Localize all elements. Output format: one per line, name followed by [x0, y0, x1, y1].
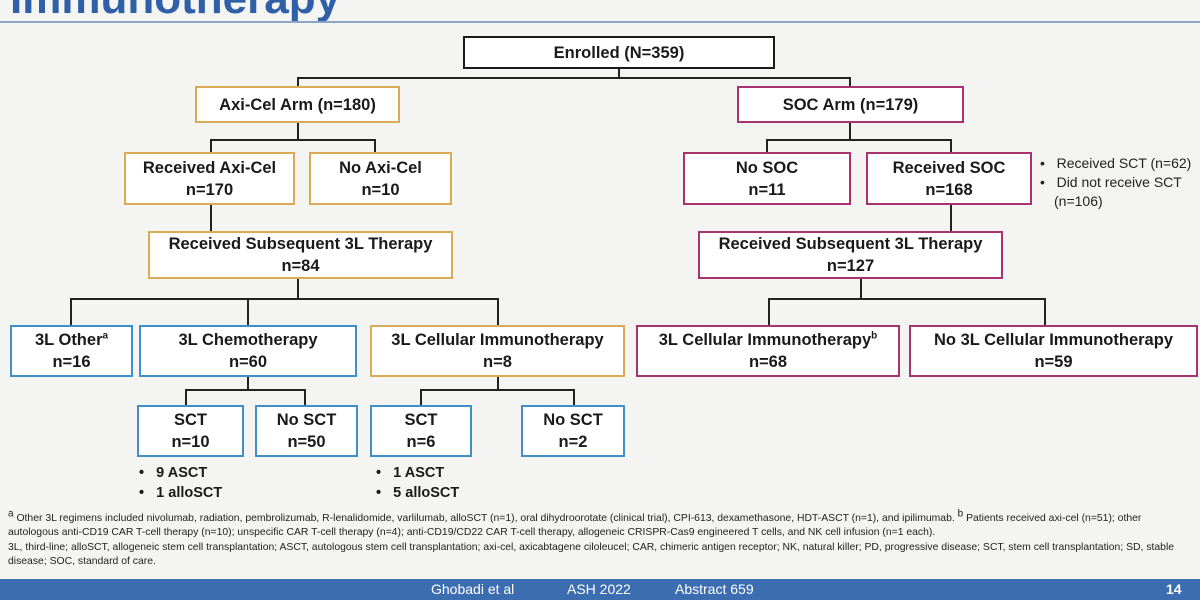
- cellular-sct-allosct: • 5 alloSCT: [376, 485, 460, 501]
- chemo-sct-box: SCT n=10: [137, 405, 244, 457]
- no-soc-box: No SOC n=11: [683, 152, 851, 205]
- other-3l-label: 3L Othera: [34, 330, 109, 349]
- soc-cellular-count: n=68: [748, 353, 788, 371]
- cellular-sct-count: n=6: [406, 433, 436, 451]
- axicel-3l-box: Received Subsequent 3L Therapy n=84: [148, 231, 453, 279]
- received-axicel-count: n=170: [185, 180, 234, 199]
- cellular-sct-label: SCT: [404, 411, 438, 429]
- soc-arm-box: SOC Arm (n=179): [737, 86, 964, 123]
- footer-author: Ghobadi et al: [431, 581, 515, 597]
- other-3l-count: n=16: [52, 353, 91, 371]
- footer-page-number: 14: [1166, 581, 1182, 597]
- axicel-cellular-count: n=8: [483, 353, 512, 371]
- soc-no-cellular-box: No 3L Cellular Immunotherapy n=59: [909, 325, 1198, 377]
- received-axicel-label: Received Axi-Cel: [142, 158, 277, 177]
- footer-meeting: ASH 2022: [567, 581, 631, 597]
- soc-arm-label: SOC Arm (n=179): [782, 95, 919, 114]
- no-soc-label: No SOC: [735, 158, 799, 177]
- page-title: Immunotherapy: [10, 0, 340, 24]
- received-soc-label: Received SOC: [892, 158, 1006, 177]
- footer-abstract: Abstract 659: [675, 581, 754, 597]
- axicel-arm-label: Axi-Cel Arm (n=180): [219, 95, 376, 114]
- soc-cellular-box: 3L Cellular Immunotherapyb n=68: [636, 325, 900, 377]
- soc-no-cellular-label: No 3L Cellular Immunotherapy: [934, 331, 1173, 349]
- soc-no-cellular-count: n=59: [1034, 353, 1073, 371]
- soc-3l-box: Received Subsequent 3L Therapy n=127: [698, 231, 1003, 279]
- footnote-regimens: a Other 3L regimens included nivolumab, …: [8, 508, 1142, 538]
- cellular-sct-breakdown: • 1 ASCT • 5 alloSCT: [376, 463, 459, 503]
- received-axicel-box: Received Axi-Cel n=170: [124, 152, 295, 205]
- no-axicel-box: No Axi-Cel n=10: [309, 152, 452, 205]
- soc-3l-count: n=127: [826, 257, 875, 275]
- received-soc-box: Received SOC n=168: [866, 152, 1032, 205]
- axicel-arm-box: Axi-Cel Arm (n=180): [195, 86, 400, 123]
- chemo-3l-box: 3L Chemotherapy n=60: [139, 325, 357, 377]
- note-received-sct: • Received SCT (n=62): [1040, 155, 1192, 171]
- no-axicel-label: No Axi-Cel: [339, 158, 422, 177]
- axicel-cellular-box: 3L Cellular Immunotherapy n=8: [370, 325, 625, 377]
- chemo-sct-count: n=10: [171, 433, 210, 451]
- soc-cellular-label: 3L Cellular Immunotherapyb: [658, 330, 878, 349]
- cellular-no-sct-count: n=2: [558, 433, 588, 451]
- cellular-no-sct-box: No SCT n=2: [521, 405, 625, 457]
- title-divider: [0, 21, 1200, 23]
- cellular-sct-box: SCT n=6: [370, 405, 472, 457]
- footnote-abbreviations: 3L, third-line; alloSCT, allogeneic stem…: [8, 542, 1175, 567]
- chemo-no-sct-count: n=50: [287, 433, 326, 451]
- soc-3l-label: Received Subsequent 3L Therapy: [718, 235, 983, 253]
- no-axicel-count: n=10: [361, 180, 400, 199]
- chemo-sct-breakdown: • 9 ASCT • 1 alloSCT: [139, 463, 222, 503]
- chemo-3l-count: n=60: [228, 353, 268, 371]
- axicel-3l-label: Received Subsequent 3L Therapy: [168, 235, 433, 253]
- note-no-sct-count: (n=106): [1054, 193, 1103, 209]
- chemo-sct-asct: • 9 ASCT: [139, 465, 208, 481]
- note-no-sct: • Did not receive SCT: [1040, 174, 1182, 190]
- received-soc-count: n=168: [925, 180, 973, 199]
- chemo-no-sct-box: No SCT n=50: [255, 405, 358, 457]
- other-3l-box: 3L Othera n=16: [10, 325, 133, 377]
- chemo-sct-label: SCT: [174, 411, 207, 429]
- footer-bar: Ghobadi et al ASH 2022 Abstract 659 14: [0, 579, 1200, 600]
- cellular-sct-asct: • 1 ASCT: [376, 465, 445, 481]
- chemo-3l-label: 3L Chemotherapy: [178, 331, 318, 349]
- axicel-cellular-label: 3L Cellular Immunotherapy: [391, 331, 604, 349]
- chemo-sct-allosct: • 1 alloSCT: [139, 485, 223, 501]
- cellular-no-sct-label: No SCT: [543, 411, 603, 429]
- chemo-no-sct-label: No SCT: [276, 411, 337, 429]
- no-soc-count: n=11: [748, 180, 786, 199]
- received-soc-notes: • Received SCT (n=62) • Did not receive …: [1040, 154, 1191, 211]
- enrolled-box: Enrolled (N=359): [463, 36, 775, 69]
- axicel-3l-count: n=84: [281, 257, 320, 275]
- enrolled-label: Enrolled (N=359): [553, 43, 685, 62]
